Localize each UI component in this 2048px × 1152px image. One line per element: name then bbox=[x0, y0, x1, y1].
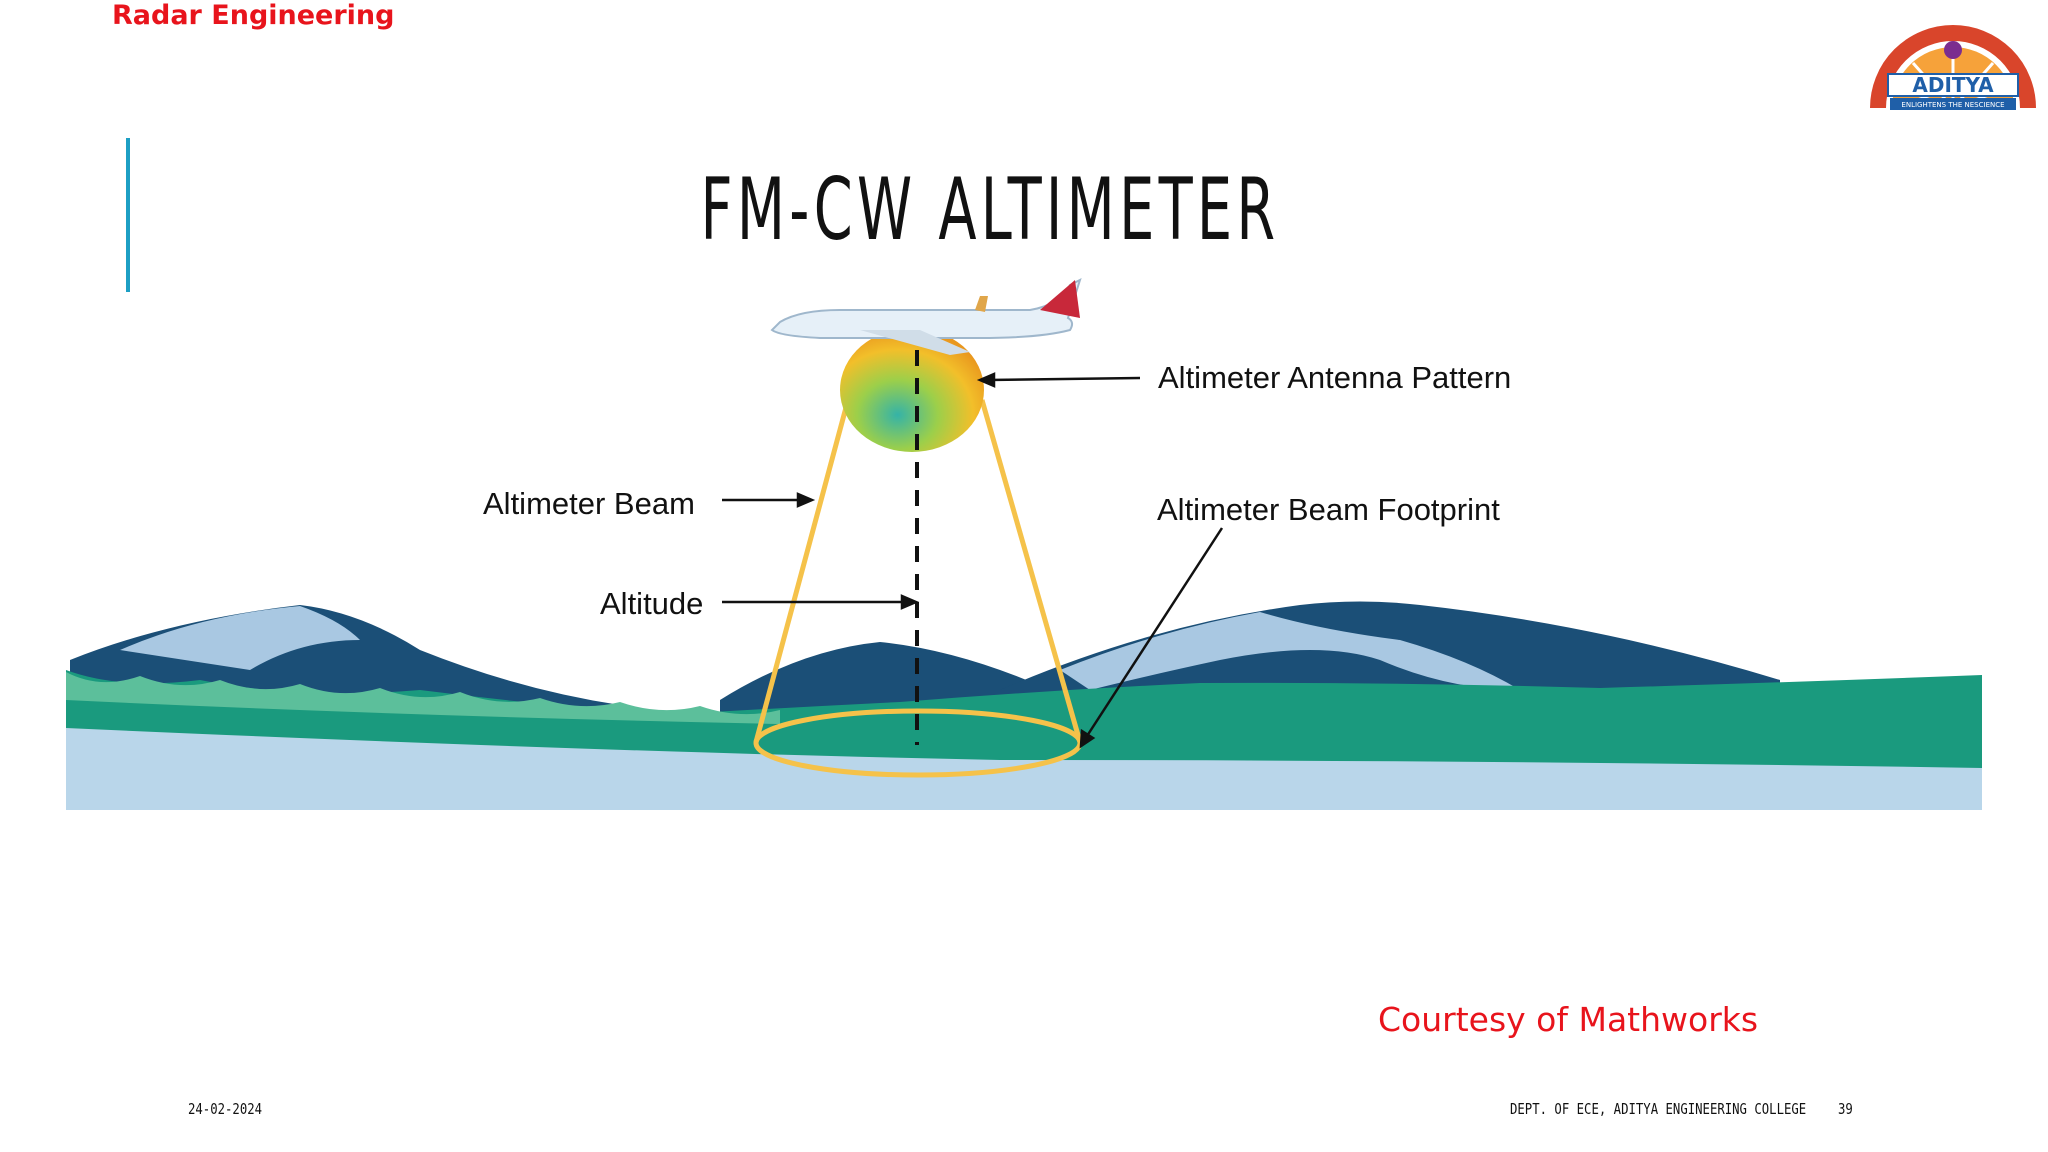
label-altimeter-beam: Altimeter Beam bbox=[483, 486, 695, 521]
antenna-pattern-lobe bbox=[840, 328, 984, 452]
label-altitude: Altitude bbox=[600, 586, 704, 621]
course-title: Radar Engineering bbox=[112, 0, 395, 31]
forest-light-ridge bbox=[66, 672, 780, 724]
footer-date: 24-02-2024 bbox=[188, 1100, 263, 1118]
slide-title: FM-CW ALTIMETER bbox=[700, 160, 1280, 260]
mountain-left-snow bbox=[120, 606, 360, 670]
beam-edge-right bbox=[979, 399, 1083, 743]
beam-edge-left bbox=[753, 399, 851, 743]
logo-wordmark: ADITYA bbox=[1912, 73, 1994, 97]
footer-page-number: 39 bbox=[1838, 1100, 1853, 1118]
mountain-right-snow bbox=[1060, 612, 1520, 690]
logo-tagline: ENLIGHTENS THE NESCIENCE bbox=[1901, 101, 2004, 109]
label-beam-footprint: Altimeter Beam Footprint bbox=[1157, 492, 1500, 527]
footer-department: DEPT. OF ECE, ADITYA ENGINEERING COLLEGE bbox=[1510, 1100, 1807, 1118]
accent-bar bbox=[126, 138, 130, 292]
airplane-icon bbox=[770, 278, 1082, 355]
label-antenna-pattern: Altimeter Antenna Pattern bbox=[1158, 360, 1512, 395]
aditya-logo: ADITYA ENLIGHTENS THE NESCIENCE bbox=[1870, 25, 2036, 110]
credit-text: Courtesy of Mathworks bbox=[1378, 1000, 1759, 1039]
